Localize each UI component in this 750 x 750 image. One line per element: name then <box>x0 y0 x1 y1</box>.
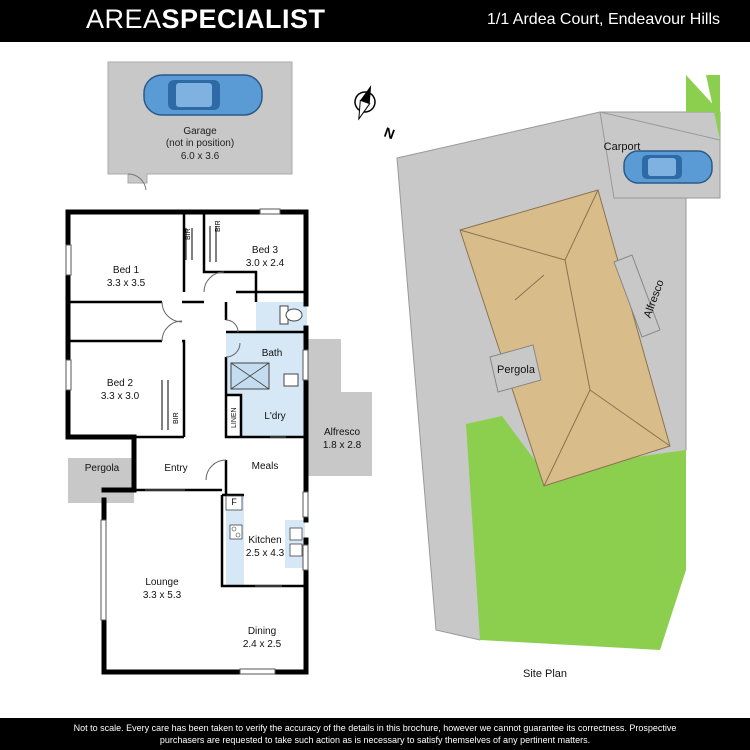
robes <box>161 226 217 430</box>
bed3-label: Bed 3 <box>252 245 279 256</box>
bath-label: Bath <box>262 348 283 359</box>
fridge-label: F <box>231 497 237 507</box>
roof-ridges <box>459 189 671 487</box>
lawn-north-edge <box>706 75 720 140</box>
bed1-size: 3.3 x 3.5 <box>107 278 146 289</box>
bed3-size: 3.0 x 2.4 <box>246 258 285 269</box>
site-plan: Carport Alfresco Pergola Site Plan N <box>354 75 721 680</box>
garage-label: Garage <box>183 126 217 137</box>
disclaimer-footer: Not to scale. Every care has been taken … <box>0 718 750 750</box>
dining-label: Dining <box>248 626 276 637</box>
compass-north-label: N <box>382 124 397 142</box>
brand-light-text: AREA <box>86 4 162 34</box>
property-address: 1/1 Ardea Court, Endeavour Hills <box>486 11 720 28</box>
pergola-slab <box>68 458 134 503</box>
brand-bold-text: SPECIALIST <box>161 4 326 34</box>
garage-size: 6.0 x 3.6 <box>181 151 220 162</box>
garage: Garage (not in position) 6.0 x 3.6 <box>107 61 293 191</box>
disclaimer-line-2: purchasers are requested to take such ac… <box>159 735 591 745</box>
cooktop-icon <box>229 524 243 540</box>
meals-label: Meals <box>252 461 279 472</box>
dining-size: 2.4 x 2.5 <box>243 639 282 650</box>
toilet-icon <box>279 305 303 325</box>
brand-logo: AREASPECIALIST <box>86 4 326 35</box>
kitchen-bench-left <box>226 496 244 586</box>
carport-label: Carport <box>604 141 641 153</box>
bed1-label: Bed 1 <box>113 265 140 276</box>
alfresco-label: Alfresco <box>324 427 361 438</box>
linen-label: LINEN <box>231 407 238 428</box>
site-pergola-slab <box>489 344 542 393</box>
header-bar: AREASPECIALIST 1/1 Ardea Court, Endeavou… <box>0 0 750 42</box>
bed1-robe-label: BIR <box>185 228 192 240</box>
lounge-label: Lounge <box>145 577 179 588</box>
lawn-south <box>466 416 686 650</box>
fridge-space <box>225 495 243 511</box>
laundry-label: L'dry <box>264 411 285 422</box>
floor-plan: BIR BIR BIR Bed 1 3.3 x 3.5 Bed 2 3.3 x <box>65 208 372 675</box>
sink-icon <box>289 527 303 557</box>
door-swings <box>145 271 286 587</box>
garage-door-swing <box>127 173 147 191</box>
kitchen-size: 2.5 x 4.3 <box>246 548 285 559</box>
bed2-robe-label: BIR <box>173 412 180 424</box>
lawn-north <box>686 75 720 112</box>
laundry-area <box>241 395 307 437</box>
site-plan-title: Site Plan <box>523 668 567 680</box>
car-icon <box>143 74 263 116</box>
bed3-robe-label: BIR <box>215 220 222 232</box>
bed2-size: 3.3 x 3.0 <box>101 391 140 402</box>
shower-icon <box>230 362 270 390</box>
windows <box>65 208 309 675</box>
floor-and-site-plan: Garage (not in position) 6.0 x 3.6 <box>65 61 721 680</box>
compass-icon <box>354 85 376 121</box>
kitchen-label: Kitchen <box>248 535 281 546</box>
garage-note: (not in position) <box>166 138 234 149</box>
bed2-label: Bed 2 <box>107 378 134 389</box>
site-pergola-label: Pergola <box>497 364 536 376</box>
basin-icon <box>283 373 299 387</box>
disclaimer-line-1: Not to scale. Every care has been taken … <box>73 723 677 733</box>
pergola-label: Pergola <box>85 463 120 474</box>
carport-car-icon <box>623 150 713 184</box>
entry-label: Entry <box>164 463 187 474</box>
alfresco-size: 1.8 x 2.8 <box>323 440 362 451</box>
alfresco-slab <box>306 339 372 476</box>
lounge-size: 3.3 x 5.3 <box>143 590 182 601</box>
site-alfresco-slab <box>613 254 661 338</box>
